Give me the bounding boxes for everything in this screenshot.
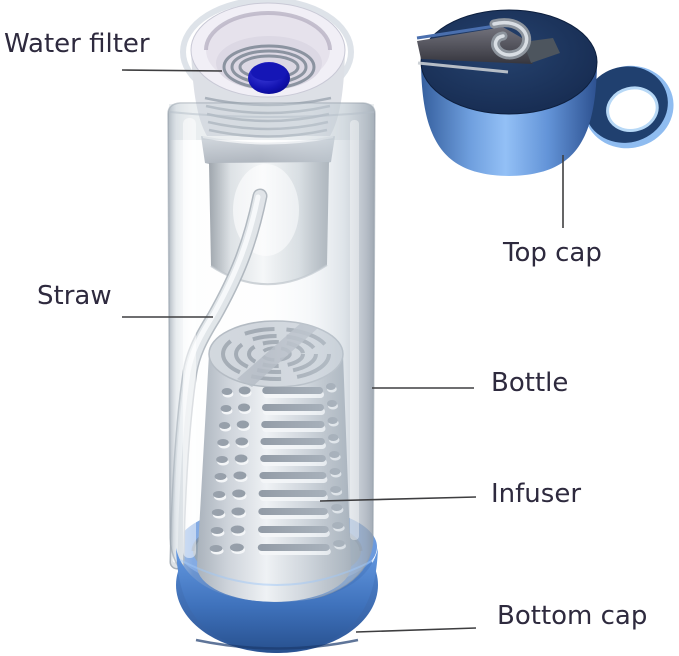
bottle-body: [167, 102, 376, 607]
label-bottle: Bottle: [491, 368, 569, 398]
leader-line-infuser: [319, 496, 477, 502]
label-water-filter: Water filter: [4, 29, 150, 59]
top-cap-handle: [583, 65, 674, 149]
leader-lines: [121, 69, 564, 633]
label-straw: Straw: [37, 281, 112, 311]
top-cap-spout-slot: [416, 18, 560, 74]
bottom-cap-front: [176, 548, 378, 653]
leader-line-water-filter: [121, 69, 223, 72]
top-cap-part: [416, 9, 674, 176]
water-filter-part: [248, 62, 290, 94]
label-infuser: Infuser: [491, 479, 582, 509]
label-top-cap: Top cap: [503, 238, 602, 268]
label-bottom-cap: Bottom cap: [497, 601, 648, 631]
leader-line-bottom-cap: [355, 627, 477, 633]
